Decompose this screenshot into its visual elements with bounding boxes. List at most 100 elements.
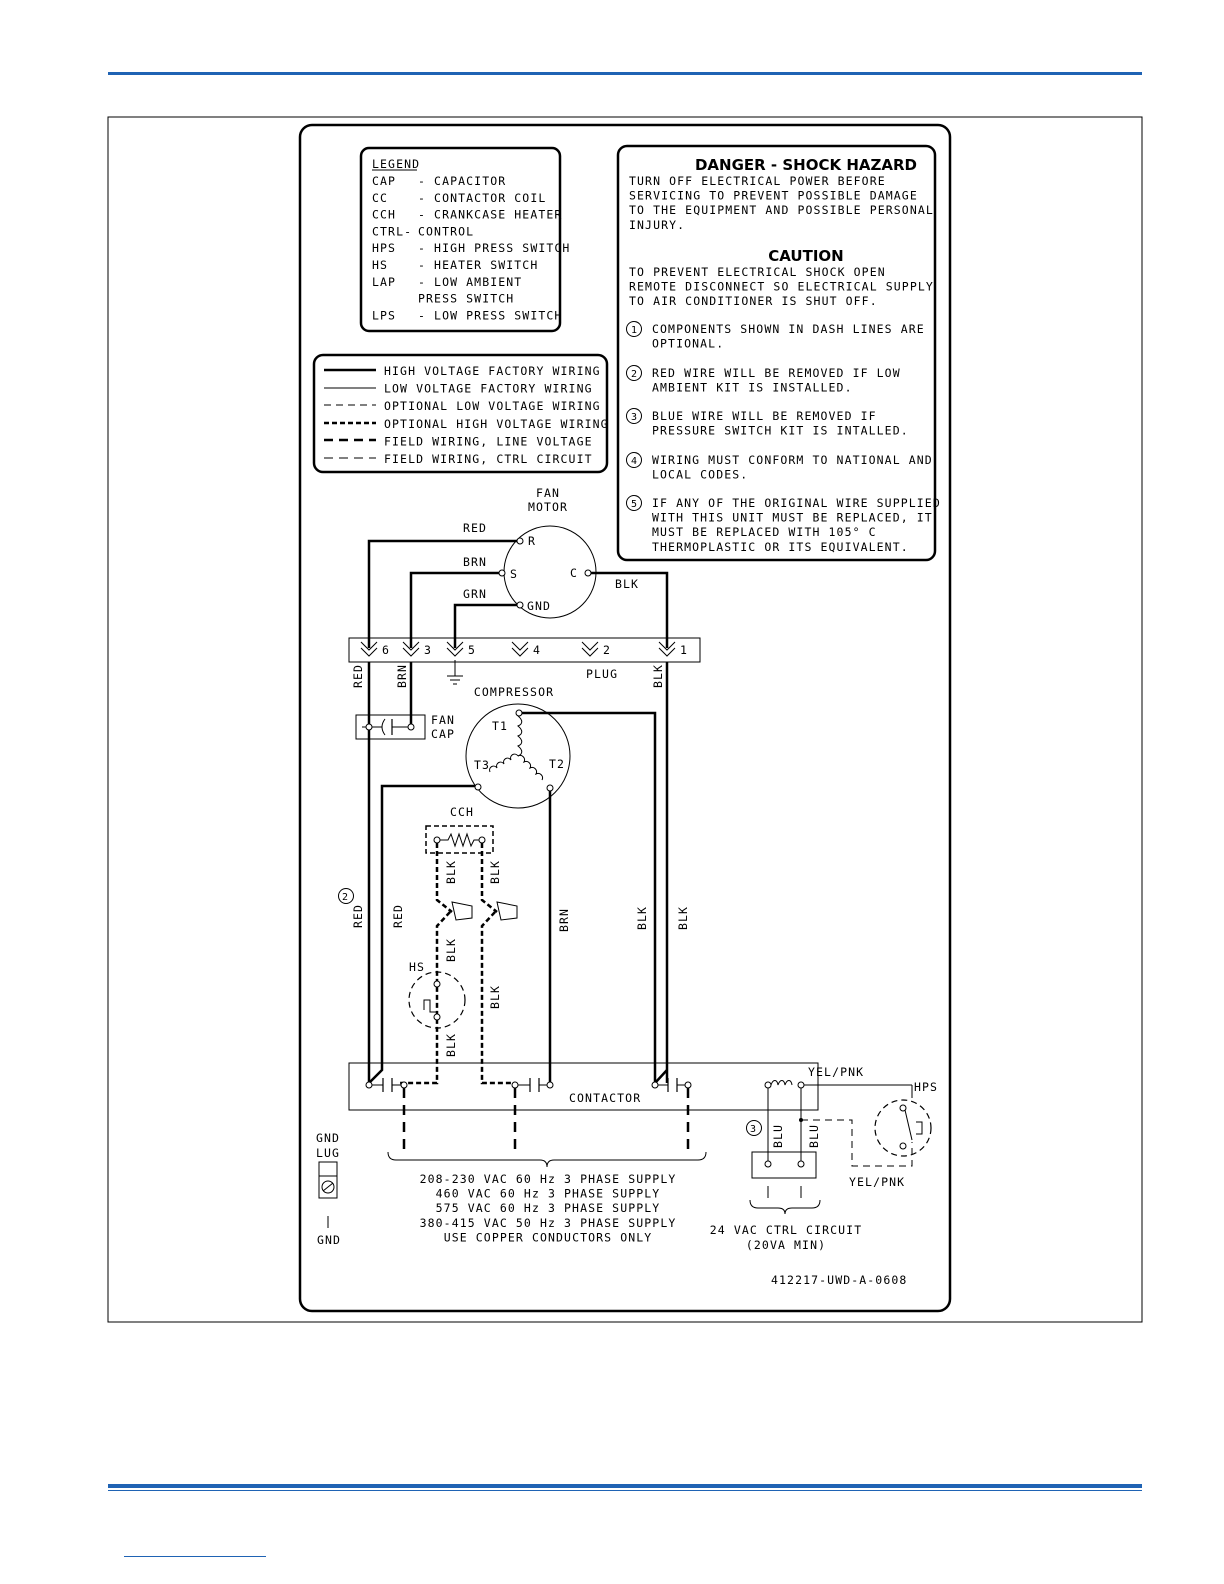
svg-text:S: S — [510, 567, 518, 581]
note-text: THERMOPLASTIC OR ITS EQUIVALENT. — [652, 540, 909, 554]
svg-text:BRN: BRN — [557, 908, 571, 932]
svg-text:LUG: LUG — [316, 1146, 340, 1160]
svg-text:BLK: BLK — [444, 860, 458, 884]
svg-text:R: R — [528, 534, 536, 548]
legend-desc: - LOW PRESS SWITCH — [418, 308, 562, 322]
svg-text:MOTOR: MOTOR — [528, 500, 568, 514]
legend-abbr: HS — [372, 258, 388, 272]
svg-text:T3: T3 — [474, 758, 490, 772]
line-key-box: HIGH VOLTAGE FACTORY WIRING LOW VOLTAGE F… — [312, 353, 609, 474]
svg-text:BLK: BLK — [488, 985, 502, 1009]
main-wiring — [367, 662, 669, 1084]
svg-text:BRN: BRN — [395, 664, 409, 688]
svg-text:BRN: BRN — [463, 555, 487, 569]
svg-text:RED: RED — [391, 904, 405, 928]
danger-text: SERVICING TO PREVENT POSSIBLE DAMAGE — [629, 189, 918, 203]
legend-desc: - HEATER SWITCH — [418, 258, 538, 272]
line-key-label: FIELD WIRING, LINE VOLTAGE — [384, 434, 593, 448]
svg-text:3: 3 — [750, 1124, 757, 1135]
note-number-circle — [626, 365, 642, 381]
heater-switch: HS — [408, 960, 466, 1029]
note-text: LOCAL CODES. — [652, 468, 748, 482]
danger-text: INJURY. — [629, 218, 685, 232]
svg-text:BLK: BLK — [444, 938, 458, 962]
footer-rule-thin — [108, 1490, 1142, 1491]
note-text: PRESSURE SWITCH KIT IS INTALLED. — [652, 424, 909, 438]
fan-motor: FAN MOTOR R S C GND — [498, 486, 597, 619]
contactor: CONTACTOR — [348, 1062, 819, 1111]
plug-pin-symbol — [658, 641, 676, 657]
line-key-label: OPTIONAL LOW VOLTAGE WIRING — [384, 399, 601, 413]
legend-title: LEGEND — [372, 157, 420, 171]
svg-text:BLK: BLK — [488, 860, 502, 884]
high-press-switch: HPS — [874, 1080, 938, 1157]
plug-pin-number: 4 — [533, 643, 541, 657]
note-text: AMBIENT KIT IS INSTALLED. — [652, 381, 853, 395]
note-text: COMPONENTS SHOWN IN DASH LINES ARE — [652, 322, 925, 336]
footer-rule — [108, 1484, 1142, 1488]
supply-text: 575 VAC 60 Hz 3 PHASE SUPPLY — [436, 1201, 661, 1215]
note-text: BLUE WIRE WILL BE REMOVED IF — [652, 409, 877, 423]
svg-text:FAN: FAN — [536, 486, 560, 500]
legend-desc: - HIGH PRESS SWITCH — [418, 241, 570, 255]
svg-text:2: 2 — [342, 892, 349, 903]
note-number: 2 — [631, 369, 638, 380]
supply-text: 380-415 VAC 50 Hz 3 PHASE SUPPLY — [420, 1216, 677, 1230]
svg-text:C: C — [570, 566, 578, 580]
svg-text:RED: RED — [463, 521, 487, 535]
line-key-label: LOW VOLTAGE FACTORY WIRING — [384, 382, 593, 396]
note-text: OPTIONAL. — [652, 337, 724, 351]
svg-text:BLU: BLU — [771, 1124, 785, 1148]
footer-link-underline[interactable] — [124, 1556, 266, 1557]
compressor: COMPRESSOR T1 T2 T3 — [465, 685, 571, 809]
svg-text:BLK: BLK — [635, 906, 649, 930]
note-text: WIRING MUST CONFORM TO NATIONAL AND — [652, 453, 933, 467]
plug-pin-symbol — [581, 641, 599, 657]
svg-text:RED: RED — [351, 904, 365, 928]
legend-abbr: CAP — [372, 174, 396, 188]
line-key-label: HIGH VOLTAGE FACTORY WIRING — [384, 364, 601, 378]
header-rule — [108, 72, 1142, 75]
svg-text:COMPRESSOR: COMPRESSOR — [474, 685, 554, 699]
figure-frame — [107, 116, 1143, 1323]
svg-text:YEL/PNK: YEL/PNK — [808, 1065, 864, 1079]
legend-abbr: CTRL- — [372, 224, 412, 238]
svg-text:BLK: BLK — [615, 577, 639, 591]
svg-text:FAN: FAN — [431, 713, 455, 727]
svg-text:RED: RED — [351, 664, 365, 688]
plug-pin-number: 5 — [468, 643, 476, 657]
note-number: 5 — [631, 499, 638, 510]
note-number-circle — [626, 495, 642, 511]
legend-abbr: HPS — [372, 241, 396, 255]
danger-title: DANGER - SHOCK HAZARD — [695, 156, 917, 174]
caution-text: REMOTE DISCONNECT SO ELECTRICAL SUPPLY — [629, 280, 934, 294]
plug-pin-symbol — [446, 641, 464, 657]
plug-pin-number: 6 — [382, 643, 390, 657]
note-text: IF ANY OF THE ORIGINAL WIRE SUPPLIED — [652, 496, 941, 510]
legend-desc: PRESS SWITCH — [418, 292, 514, 306]
svg-text:HS: HS — [409, 960, 425, 974]
line-key-label: FIELD WIRING, CTRL CIRCUIT — [384, 452, 593, 466]
danger-text: TO THE EQUIPMENT AND POSSIBLE PERSONAL — [629, 203, 934, 217]
plug-pin-number: 2 — [603, 643, 611, 657]
caution-title: CAUTION — [768, 247, 843, 265]
note-text: RED WIRE WILL BE REMOVED IF LOW — [652, 366, 901, 380]
svg-text:HPS: HPS — [914, 1080, 938, 1094]
legend-desc: - CAPACITOR — [418, 174, 506, 188]
diagram-border — [298, 123, 952, 1313]
svg-text:GND: GND — [316, 1131, 340, 1145]
plug-pin-symbol — [511, 641, 529, 657]
plug-pin-symbol — [402, 641, 420, 657]
drawing-number: 412217-UWD-A-0608 — [771, 1273, 907, 1287]
legend-desc: - LOW AMBIENT — [418, 275, 522, 289]
svg-text:PLUG: PLUG — [586, 667, 618, 681]
warning-box: DANGER - SHOCK HAZARD TURN OFF ELECTRICA… — [616, 144, 941, 562]
legend-desc: CONTROL — [418, 224, 474, 238]
legend-desc: - CRANKCASE HEATER — [418, 208, 562, 222]
supply-text: 460 VAC 60 Hz 3 PHASE SUPPLY — [436, 1187, 661, 1201]
plug-pin-number: 3 — [424, 643, 432, 657]
ground-lug: GND LUG GND — [316, 1131, 340, 1247]
